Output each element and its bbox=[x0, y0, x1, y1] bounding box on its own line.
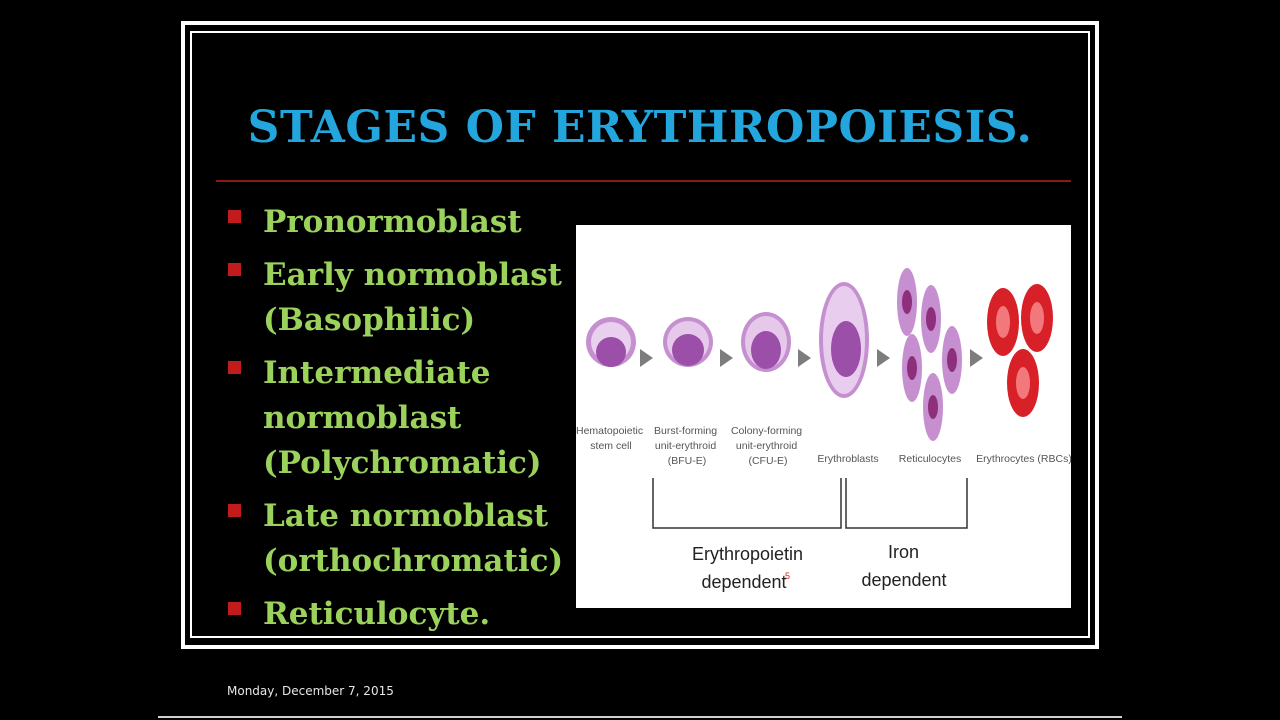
stem-cell-icon bbox=[586, 317, 636, 367]
diagram-svg: Hematopoietic stem cell Burst-forming un… bbox=[576, 268, 1071, 592]
iron-bracket bbox=[845, 478, 968, 529]
title-divider bbox=[216, 180, 1071, 182]
epo-bracket bbox=[652, 478, 842, 529]
slide-title: STAGES OF ERYTHROPOIESIS. bbox=[247, 102, 1033, 153]
cfu-e-cell-icon bbox=[741, 312, 791, 372]
bullet-item: Early normoblast (Basophilic) bbox=[228, 253, 568, 343]
stage-label: Erythrocytes (RBCs) bbox=[976, 453, 1071, 465]
arrow-right-icon bbox=[640, 349, 653, 367]
bullet-item: Reticulocyte. bbox=[228, 592, 568, 637]
arrow-right-icon bbox=[798, 349, 811, 367]
stage-label: Reticulocytes bbox=[899, 453, 961, 465]
stage-label: Burst-forming unit-erythroid (BFU-E) bbox=[654, 425, 720, 467]
stage-label: Hematopoietic stem cell bbox=[576, 425, 646, 452]
bullet-square-icon bbox=[228, 361, 241, 374]
epo-reference-superscript: 5 bbox=[785, 571, 790, 581]
bullet-item: Intermediate normoblast (Polychromatic) bbox=[228, 351, 568, 486]
stage-label: Colony-forming unit-erythroid (CFU-E) bbox=[731, 425, 805, 467]
erythrocytes-icon bbox=[987, 284, 1053, 417]
bullet-square-icon bbox=[228, 263, 241, 276]
bullet-text: Pronormoblast bbox=[263, 204, 522, 240]
erythropoiesis-diagram: Hematopoietic stem cell Burst-forming un… bbox=[576, 225, 1071, 608]
arrow-right-icon bbox=[970, 349, 983, 367]
bullet-text: Reticulocyte. bbox=[263, 596, 491, 632]
bullet-item: Pronormoblast bbox=[228, 200, 568, 245]
bullet-square-icon bbox=[228, 210, 241, 223]
bullet-text: Early normoblast (Basophilic) bbox=[263, 257, 562, 338]
bottom-divider bbox=[158, 716, 1122, 718]
arrow-right-icon bbox=[720, 349, 733, 367]
bullet-text: Late normoblast (orthochromatic) bbox=[263, 498, 564, 579]
slide-frame-inner bbox=[190, 31, 1090, 638]
stage-label: Erythroblasts bbox=[817, 453, 878, 465]
arrow-right-icon bbox=[877, 349, 890, 367]
bfu-e-cell-icon bbox=[663, 317, 713, 367]
bullet-list: Pronormoblast Early normoblast (Basophil… bbox=[228, 200, 568, 645]
erythroblast-cell-icon bbox=[819, 282, 869, 398]
bullet-square-icon bbox=[228, 504, 241, 517]
slide-frame-outer bbox=[181, 21, 1099, 649]
bullet-square-icon bbox=[228, 602, 241, 615]
epo-dependent-label: Erythropoietin dependent bbox=[692, 544, 808, 592]
bullet-text: Intermediate normoblast (Polychromatic) bbox=[263, 355, 542, 481]
bullet-item: Late normoblast (orthochromatic) bbox=[228, 494, 568, 584]
reticulocytes-icon bbox=[897, 268, 962, 441]
iron-dependent-label: Iron dependent bbox=[861, 542, 946, 590]
footer-date: Monday, December 7, 2015 bbox=[227, 684, 394, 698]
